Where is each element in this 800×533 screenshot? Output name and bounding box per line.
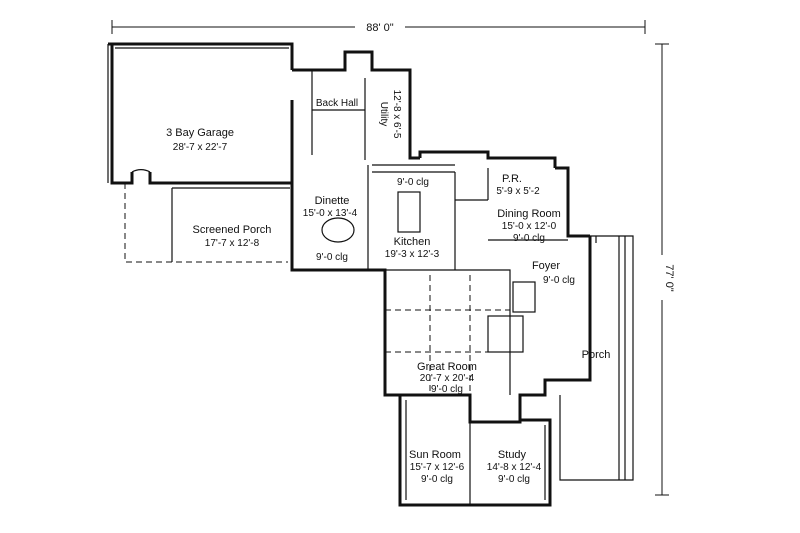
utility-size: 12'-8 x 6'-5 [391, 90, 402, 139]
garage-name: 3 Bay Garage [166, 127, 234, 139]
room-screened-porch: Screened Porch 17'-7 x 12'-8 [193, 224, 272, 249]
screened-porch-walls [124, 183, 290, 263]
sun-room-name: Sun Room [409, 449, 461, 461]
dining-size: 15'-0 x 12'-0 [502, 221, 557, 232]
house-walls [290, 50, 634, 507]
garage-walls [107, 42, 294, 185]
depth-label: 77' 0" [663, 264, 675, 292]
utility-name: Utility [378, 102, 389, 126]
depth-dimension: 77' 0" [655, 43, 675, 496]
room-dining: Dining Room 15'-0 x 12'-0 9'-0 clg [497, 208, 561, 244]
dinette-ceiling: 9'-0 clg [316, 252, 348, 263]
room-utility: Utility 12'-8 x 6'-5 [378, 90, 402, 139]
study-size: 14'-8 x 12'-4 [487, 462, 542, 473]
room-study: Study 14'-8 x 12'-4 9'-0 clg [487, 449, 542, 485]
room-porch: Porch [582, 349, 611, 361]
dining-ceiling: 9'-0 clg [513, 233, 545, 244]
room-powder: P.R. 5'-9 x 5'-2 [496, 173, 540, 197]
kitchen-ceiling: 9'-0 clg [397, 177, 429, 188]
study-name: Study [498, 449, 527, 461]
dining-name: Dining Room [497, 208, 561, 220]
kitchen-size: 19'-3 x 12'-3 [385, 249, 440, 260]
foyer-ceiling: 9'-0 clg [543, 275, 575, 286]
width-dimension: 88' 0" [111, 20, 646, 34]
great-room-ceiling: 9'-0 clg [431, 384, 463, 395]
back-hall-name: Back Hall [316, 98, 358, 109]
study-ceiling: 9'-0 clg [498, 474, 530, 485]
room-great-room: Great Room 20'-7 x 20'-4 9'-0 clg [417, 361, 477, 395]
foyer-name: Foyer [532, 260, 560, 272]
kitchen-name: Kitchen [394, 236, 431, 248]
garage-size: 28'-7 x 22'-7 [173, 142, 228, 153]
powder-size: 5'-9 x 5'-2 [496, 186, 540, 197]
room-foyer: Foyer 9'-0 clg [532, 260, 575, 286]
sun-room-ceiling: 9'-0 clg [421, 474, 453, 485]
room-sun-room: Sun Room 15'-7 x 12'-6 9'-0 clg [409, 449, 465, 485]
great-room-name: Great Room [417, 361, 477, 373]
room-kitchen: 9'-0 clg Kitchen 19'-3 x 12'-3 [385, 177, 440, 260]
width-label: 88' 0" [366, 22, 394, 34]
screened-porch-name: Screened Porch [193, 224, 272, 236]
dinette-size: 15'-0 x 13'-4 [303, 208, 358, 219]
dinette-name: Dinette [315, 195, 350, 207]
room-back-hall: Back Hall [316, 98, 358, 109]
powder-name: P.R. [502, 173, 522, 185]
sun-room-size: 15'-7 x 12'-6 [410, 462, 465, 473]
screened-porch-size: 17'-7 x 12'-8 [205, 238, 260, 249]
room-garage: 3 Bay Garage 28'-7 x 22'-7 [166, 127, 234, 153]
porch-name: Porch [582, 349, 611, 361]
room-dinette: Dinette 15'-0 x 13'-4 9'-0 clg [303, 195, 358, 263]
great-room-size: 20'-7 x 20'-4 [420, 373, 475, 384]
